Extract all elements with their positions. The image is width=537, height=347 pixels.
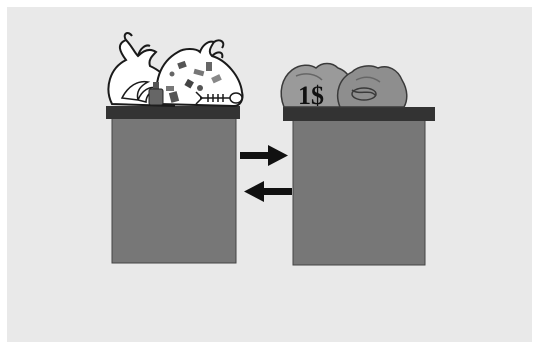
left-bin: [106, 106, 240, 263]
dollar-label: 1$: [298, 81, 324, 110]
money-bags-illustration: 1$: [281, 64, 407, 111]
arrow-left: [244, 181, 292, 202]
right-bin-body: [293, 120, 425, 265]
money-bag-right: [338, 66, 407, 107]
garbage-bags-illustration: [108, 33, 242, 106]
right-bin: [283, 107, 435, 265]
arrow-right: [240, 145, 288, 166]
left-bin-body: [112, 118, 236, 263]
left-bin-lid: [106, 106, 240, 119]
